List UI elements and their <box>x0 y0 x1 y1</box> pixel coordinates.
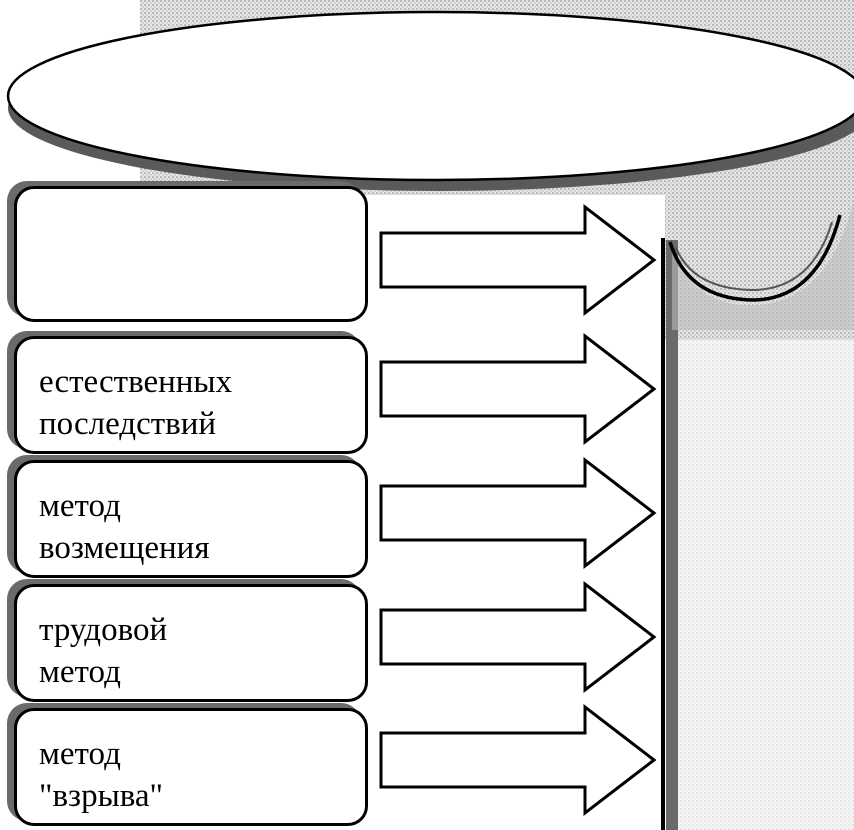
texture-right-lower <box>668 340 854 830</box>
method-box-2: естественных последствий <box>14 336 368 454</box>
method-box-2-line1: естественных <box>39 364 233 400</box>
bracket-shadow <box>666 240 678 830</box>
method-box-5: метод "взрыва" <box>14 708 368 826</box>
method-box-5-label: метод "взрыва" <box>39 733 163 817</box>
method-box-4: трудовой метод <box>14 584 368 702</box>
method-box-2-label: естественных последствий <box>39 361 232 445</box>
arrow-2 <box>379 332 657 446</box>
method-box-2-line2: последствий <box>39 406 217 442</box>
hook-curve-inner <box>675 221 833 292</box>
arrow-4 <box>379 580 657 694</box>
method-box-5-line1: метод <box>39 736 121 772</box>
method-box-3-line2: возмещения <box>39 530 210 566</box>
method-box-3: метод возмещения <box>14 460 368 578</box>
method-box-4-label: трудовой метод <box>39 609 167 693</box>
top-ellipse <box>6 10 854 182</box>
arrow-1 <box>379 203 657 317</box>
arrow-5 <box>379 703 657 817</box>
method-box-3-line1: метод <box>39 488 121 524</box>
method-box-5-line2: "взрыва" <box>39 778 164 814</box>
hook-curve <box>668 214 842 302</box>
hook-shadow <box>672 200 854 330</box>
method-box-4-line1: трудовой <box>39 612 168 648</box>
arrow-3 <box>379 456 657 570</box>
method-box-4-line2: метод <box>39 654 121 690</box>
method-box-1 <box>14 186 368 322</box>
method-box-3-label: метод возмещения <box>39 485 210 569</box>
